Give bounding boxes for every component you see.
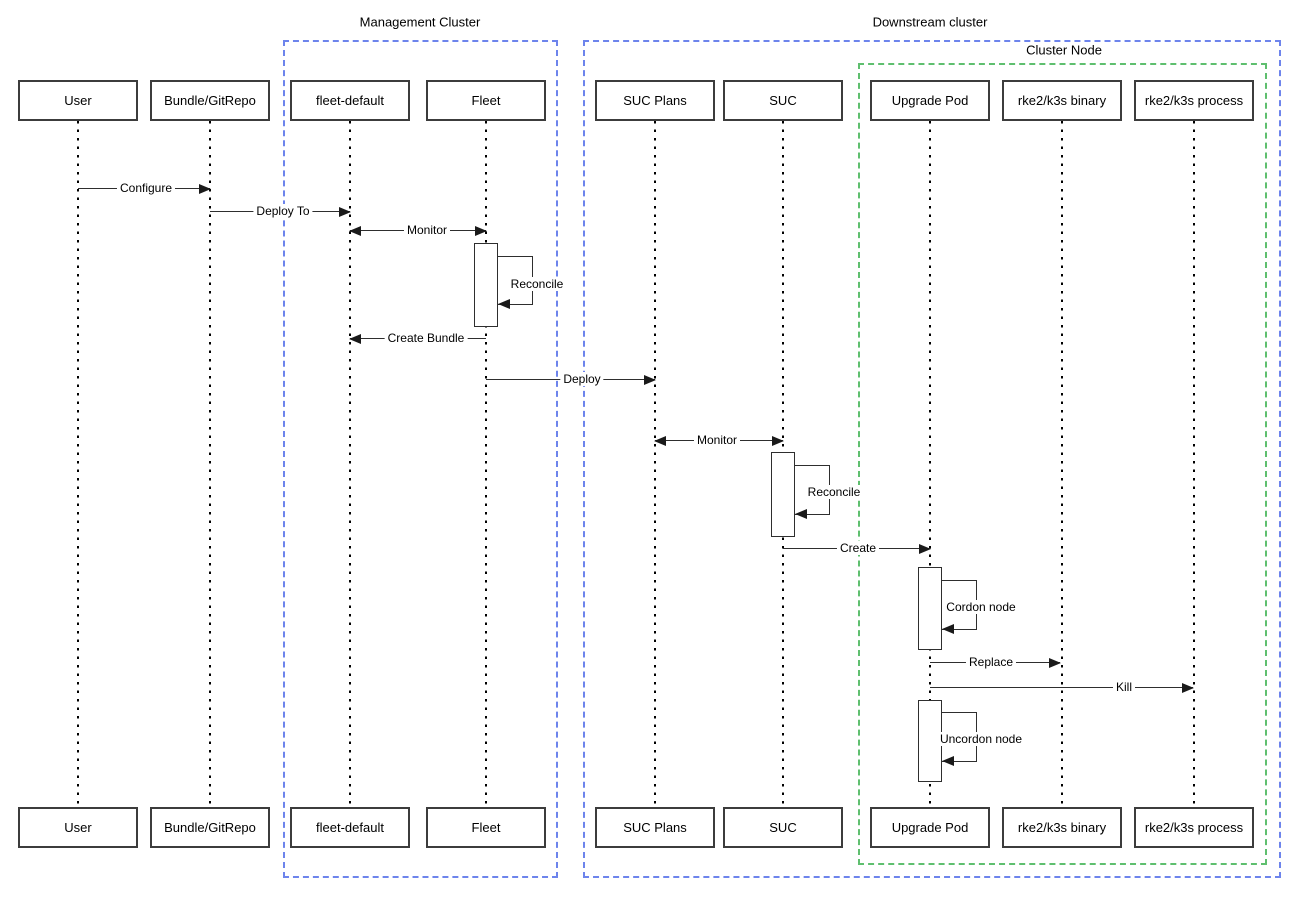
group-title-management-cluster: Management Cluster [357,14,483,30]
actor-label: fleet-default [316,820,384,835]
actor-user-top: User [18,80,138,121]
group-downstream-cluster [583,40,1281,878]
arrowhead-left [498,299,510,310]
actor-user-bottom: User [18,807,138,848]
arrowhead-right [475,225,487,236]
lifeline-rke2-k3s-binary [1061,121,1063,807]
lifeline-bundle-gitrepo [209,121,211,807]
actor-bundle-gitrepo-top: Bundle/GitRepo [150,80,270,121]
lifeline-fleet [485,121,487,807]
message-label: Monitor [403,223,451,237]
lifeline-user [77,121,79,807]
message-label: Create Bundle [384,331,468,345]
actor-label: SUC Plans [623,820,687,835]
upgrade-pod-activation-1 [918,567,942,650]
message-label: Configure [116,181,176,195]
actor-label: fleet-default [316,93,384,108]
group-management-cluster [283,40,558,878]
arrowhead-left [349,333,361,344]
actor-rke2-k3s-process-top: rke2/k3s process [1134,80,1254,121]
self-message-label: Uncordon node [936,732,1026,746]
actor-label: SUC Plans [623,93,687,108]
group-title-downstream-cluster: Downstream cluster [870,14,990,30]
actor-label: SUC [769,820,797,835]
self-message-label: Reconcile [804,485,864,499]
arrowhead-right [1049,657,1061,668]
suc-activation [771,452,795,537]
actor-suc-bottom: SUC [723,807,843,848]
lifeline-rke2-k3s-process [1193,121,1195,807]
message-label: Monitor [693,433,741,447]
self-message-label: Reconcile [507,277,567,291]
lifeline-fleet-default [349,121,351,807]
actor-label: rke2/k3s process [1144,820,1244,835]
actor-label: rke2/k3s binary [1017,93,1107,108]
actor-suc-top: SUC [723,80,843,121]
actor-label: User [64,820,92,835]
actor-label: Bundle/GitRepo [164,93,256,108]
actor-fleet-default-top: fleet-default [290,80,410,121]
actor-bundle-gitrepo-bottom: Bundle/GitRepo [150,807,270,848]
lifeline-upgrade-pod [929,121,931,807]
arrowhead-right [772,435,784,446]
arrowhead-right [339,206,351,217]
actor-label: Bundle/GitRepo [164,820,256,835]
arrowhead-right [644,374,656,385]
actor-fleet-top: Fleet [426,80,546,121]
arrowhead-right [919,543,931,554]
message-kill [930,682,1194,693]
fleet-activation [474,243,498,327]
actor-rke2-k3s-binary-top: rke2/k3s binary [1002,80,1122,121]
message-label: Kill [1112,680,1136,694]
actor-label: SUC [769,93,797,108]
arrowhead-left [942,624,954,635]
actor-label: Fleet [471,93,501,108]
actor-suc-plans-bottom: SUC Plans [595,807,715,848]
actor-label: User [64,93,92,108]
actor-label: Upgrade Pod [891,820,969,835]
arrowhead-left [654,435,666,446]
arrowhead-right [1182,682,1194,693]
message-label: Create [836,541,880,555]
arrowhead-left [795,509,807,520]
self-message-label: Cordon node [943,600,1019,614]
actor-fleet-bottom: Fleet [426,807,546,848]
actor-suc-plans-top: SUC Plans [595,80,715,121]
actor-label: rke2/k3s binary [1017,820,1107,835]
arrowhead-left [942,756,954,767]
actor-upgrade-pod-bottom: Upgrade Pod [870,807,990,848]
message-label: Deploy To [253,204,313,218]
actor-rke2-k3s-process-bottom: rke2/k3s process [1134,807,1254,848]
actor-label: rke2/k3s process [1144,93,1244,108]
arrowhead-right [199,183,211,194]
actor-upgrade-pod-top: Upgrade Pod [870,80,990,121]
message-line [930,687,1193,688]
actor-fleet-default-bottom: fleet-default [290,807,410,848]
actor-rke2-k3s-binary-bottom: rke2/k3s binary [1002,807,1122,848]
group-title-cluster-node: Cluster Node [1024,42,1104,58]
lifeline-suc-plans [654,121,656,807]
group-cluster-node [858,63,1267,865]
actor-label: Fleet [471,820,501,835]
actor-label: Upgrade Pod [891,93,969,108]
message-label: Replace [965,655,1017,669]
arrowhead-left [349,225,361,236]
message-label: Deploy [560,372,604,386]
